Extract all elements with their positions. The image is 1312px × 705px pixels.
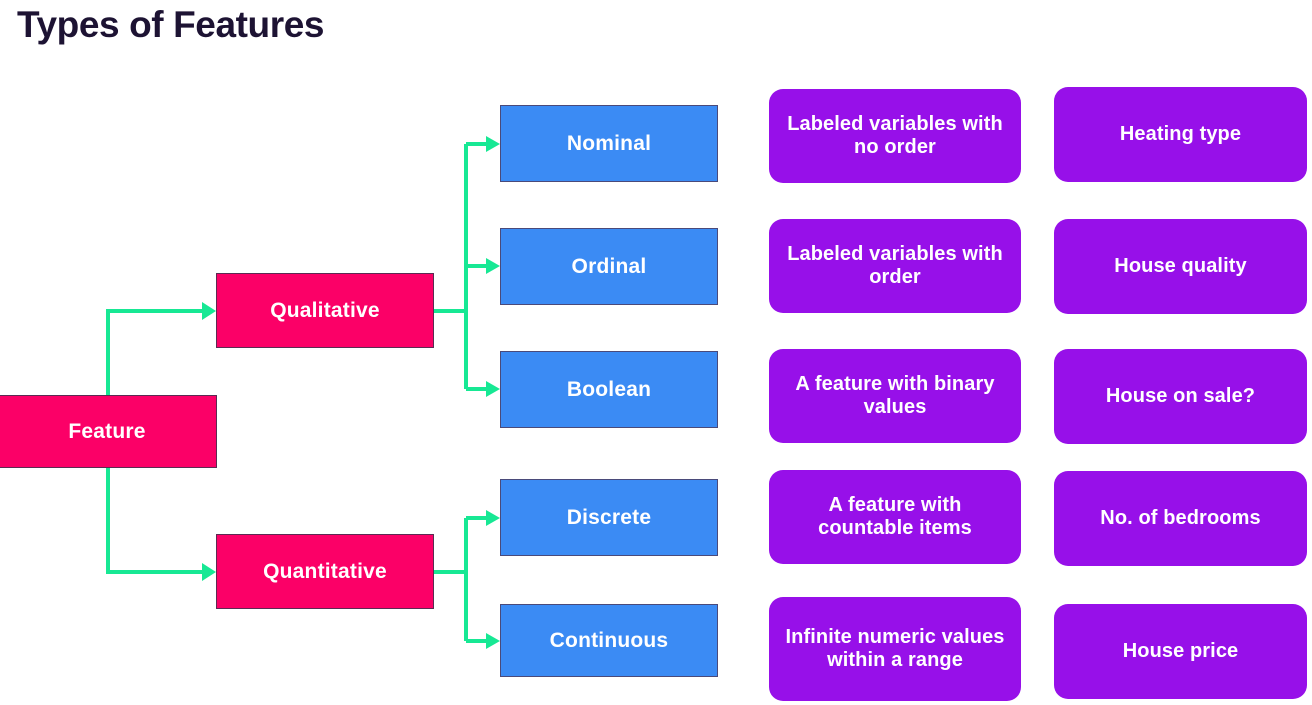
node-continuous[interactable]: Continuous [500,604,718,677]
arrowhead-qualitative [202,302,216,320]
node-discrete[interactable]: Discrete [500,479,718,556]
arrowhead-ordinal [486,258,500,274]
node-feature[interactable]: Feature [0,395,217,468]
arrowhead-quantitative [202,563,216,581]
connector-qualitative-trunk [433,144,468,313]
node-qualitative[interactable]: Qualitative [216,273,434,348]
node-ordinal[interactable]: Ordinal [500,228,718,305]
node-example-boolean[interactable]: House on sale? [1054,349,1307,444]
arrowhead-boolean [486,381,500,397]
node-definition-ordinal[interactable]: Labeled variables with order [769,219,1021,313]
node-example-discrete[interactable]: No. of bedrooms [1054,471,1307,566]
arrowhead-nominal [486,136,500,152]
node-example-nominal[interactable]: Heating type [1054,87,1307,182]
node-definition-continuous[interactable]: Infinite numeric values within a range [769,597,1021,701]
node-nominal[interactable]: Nominal [500,105,718,182]
node-definition-boolean[interactable]: A feature with binary values [769,349,1021,443]
connector-feature-to-quantitative [106,467,202,574]
connector-feature-to-qualitative [106,309,202,397]
arrowhead-continuous [486,633,500,649]
page-title: Types of Features [17,4,325,45]
node-quantitative[interactable]: Quantitative [216,534,434,609]
node-example-ordinal[interactable]: House quality [1054,219,1307,314]
node-example-continuous[interactable]: House price [1054,604,1307,699]
connector-quantitative-trunk [433,518,468,574]
node-boolean[interactable]: Boolean [500,351,718,428]
node-definition-nominal[interactable]: Labeled variables with no order [769,89,1021,183]
node-definition-discrete[interactable]: A feature with countable items [769,470,1021,564]
arrowhead-discrete [486,510,500,526]
